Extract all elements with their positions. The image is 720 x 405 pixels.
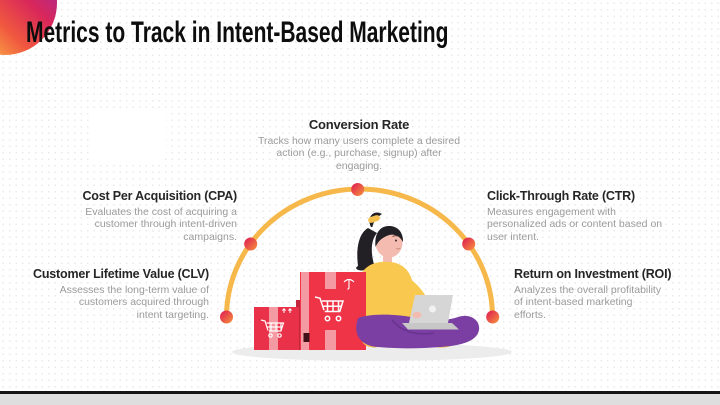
arc-node-dot: [462, 237, 476, 251]
laptop-base: [402, 323, 459, 330]
eye: [395, 239, 397, 242]
arc-node-dot: [220, 310, 233, 324]
metric-description: Evaluates the cost of acquiring a custom…: [85, 206, 237, 243]
hair-scrunchie: [368, 215, 380, 223]
eyebrow: [392, 235, 398, 237]
woman-lower-body: [356, 295, 480, 349]
shirt: [355, 261, 415, 320]
laptop-logo: [429, 305, 436, 313]
umbrella-icon: [343, 278, 355, 290]
window-bottom-strip: [0, 394, 720, 405]
metric-description: Analyzes the overall profitability of in…: [514, 284, 662, 321]
small-shipping-box: [254, 307, 299, 350]
metric-conversion-rate: Conversion Rate Tracks how many users co…: [239, 117, 479, 172]
metric-customer-lifetime-value: Customer Lifetime Value (CLV) Assesses t…: [0, 267, 209, 321]
slide-title: Metrics to Track in Intent-Based Marketi…: [26, 16, 449, 49]
arc-node-dots: [220, 183, 500, 324]
large-shipping-box: [300, 272, 366, 350]
neck: [383, 253, 392, 264]
metric-title: Cost Per Acquisition (CPA): [82, 189, 237, 203]
metric-click-through-rate: Click-Through Rate (CTR) Measures engage…: [487, 189, 707, 243]
arc-node-dot: [486, 310, 500, 324]
metric-title: Return on Investment (ROI): [514, 267, 672, 281]
metric-description: Tracks how many users complete a desired…: [257, 135, 461, 172]
shopping-cart-icon: [314, 296, 345, 322]
arc-node-dot: [244, 237, 258, 251]
metric-title: Conversion Rate: [308, 117, 410, 132]
hair-top: [375, 225, 404, 247]
metric-title: Click-Through Rate (CTR): [487, 189, 635, 203]
hair-tail: [356, 228, 377, 271]
hand: [412, 311, 422, 319]
shopping-cart-icon: [260, 319, 285, 338]
metric-description: Measures engagement with personalized ad…: [487, 206, 663, 243]
metric-description: Assesses the long-term value of customer…: [59, 284, 209, 321]
metric-cost-per-acquisition: Cost Per Acquisition (CPA) Evaluates the…: [17, 189, 237, 243]
fragile-label: [303, 333, 310, 342]
metric-return-on-investment: Return on Investment (ROI) Analyzes the …: [514, 267, 720, 321]
handling-marks-icon: [282, 308, 292, 313]
white-card: [90, 108, 166, 162]
leg-fold-line: [391, 319, 435, 335]
arc-node-dot: [351, 183, 365, 196]
slide-edge-line: [0, 391, 720, 394]
metric-title: Customer Lifetime Value (CLV): [33, 267, 209, 281]
smile: [395, 247, 401, 250]
